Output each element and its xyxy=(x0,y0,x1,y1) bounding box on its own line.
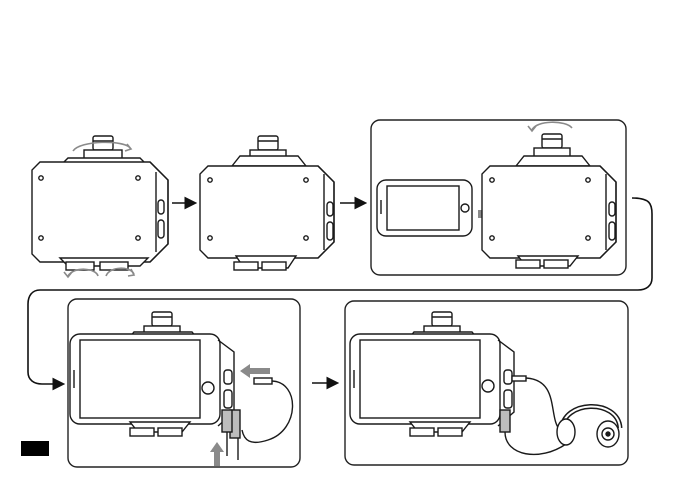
step-2-mount-opened xyxy=(200,136,334,270)
step-3-phone xyxy=(377,180,472,236)
headphones-icon xyxy=(557,406,620,447)
step-1-mount-closed xyxy=(32,136,168,270)
rotate-arrow-icon xyxy=(528,122,572,131)
step-5-mount-with-phone xyxy=(350,312,514,436)
headphone-cable xyxy=(500,376,566,454)
microphone-cable xyxy=(222,378,293,460)
language-tab xyxy=(21,441,49,456)
plug-arrow-icon xyxy=(240,364,270,378)
step-3-mount xyxy=(482,134,616,268)
plug-arrow-icon xyxy=(210,442,224,466)
step-4-mount-with-phone xyxy=(70,312,234,436)
